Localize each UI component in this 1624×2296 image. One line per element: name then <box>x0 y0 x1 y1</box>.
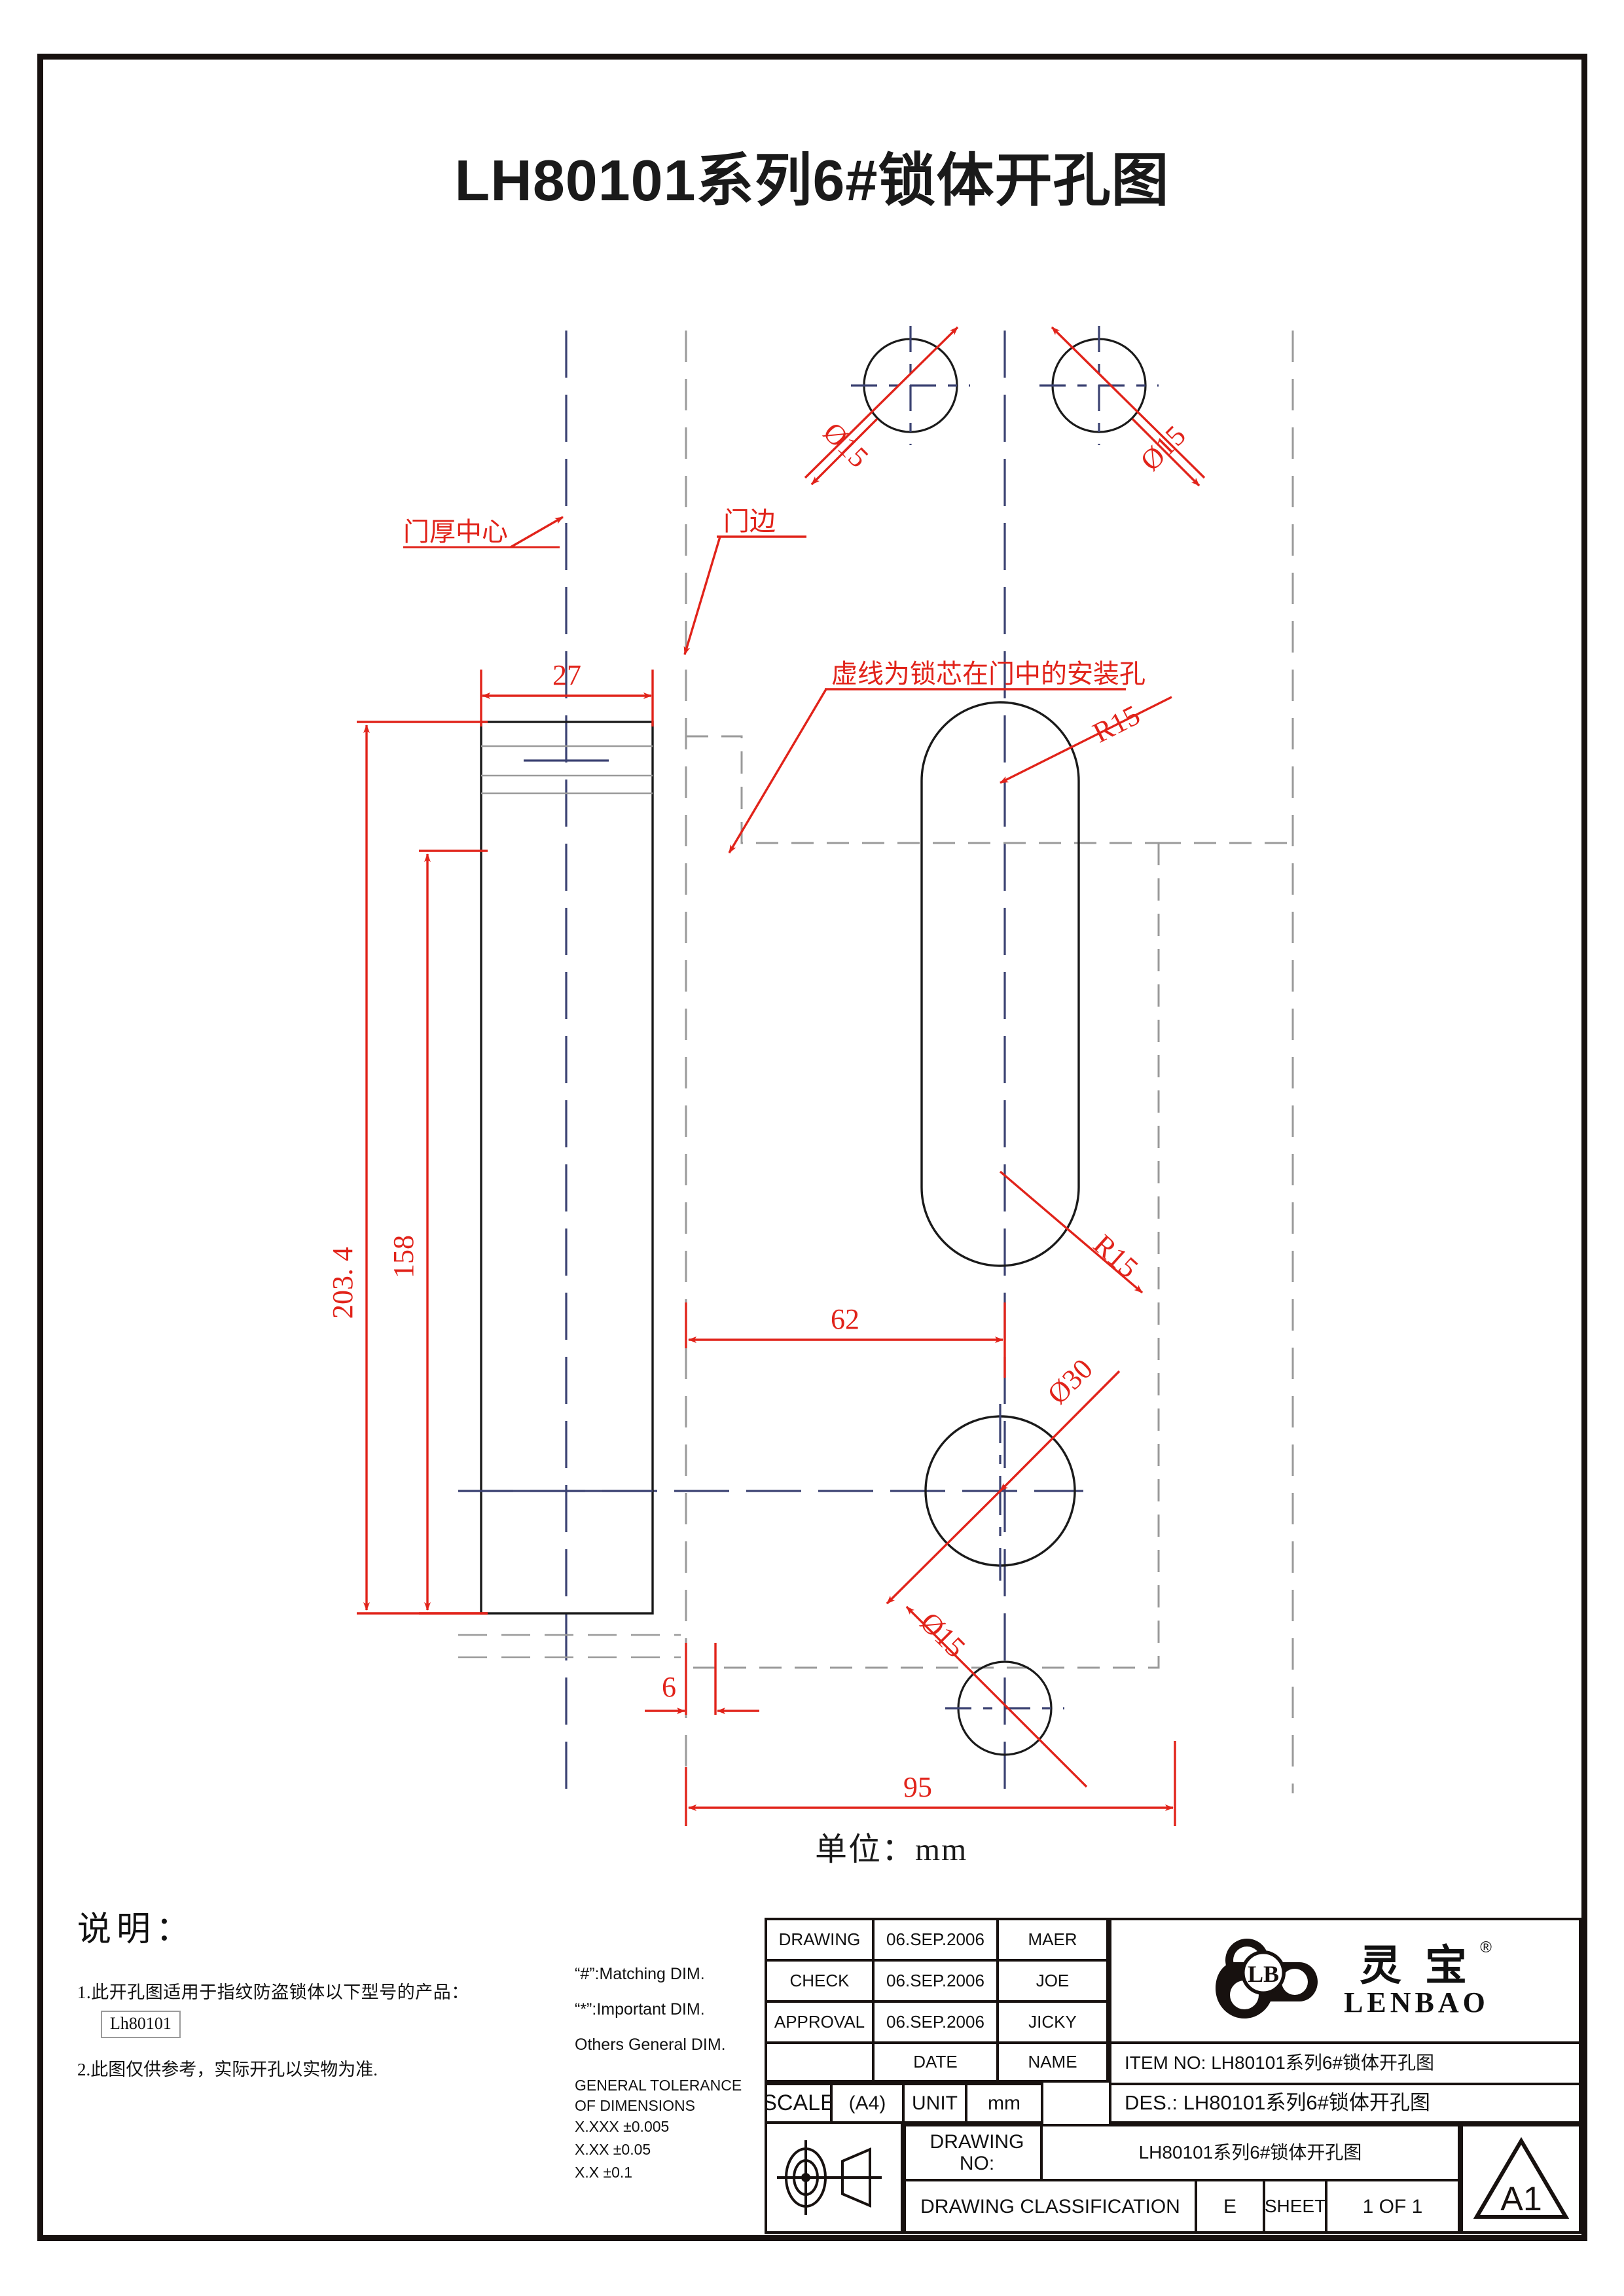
svg-text:A1: A1 <box>1500 2180 1542 2218</box>
notes-item-1: 1.此开孔图适用于指纹防盗锁体以下型号的产品： <box>77 1982 469 2002</box>
dim-radius-top: R15 <box>1088 699 1146 749</box>
title-block: “#”:Matching DIM. “*”:Important DIM. Oth… <box>568 1918 1581 2234</box>
lenbao-key-icon: LB <box>1216 1938 1318 2018</box>
first-angle-projection-icon <box>777 2140 882 2215</box>
tb-unit-label: UNIT <box>905 2083 967 2124</box>
tb-row-1-label: CHECK <box>765 1959 875 2000</box>
dim-radius-bottom: R15 <box>1087 1228 1144 1284</box>
tb-row-3-date: DATE <box>875 2041 999 2083</box>
dim-95: 95 <box>903 1771 932 1803</box>
dim-158: 158 <box>388 1235 420 1278</box>
tb-drawing-no-label: DRAWING NO: <box>903 2124 1043 2179</box>
tb-row-0-label: DRAWING <box>765 1918 875 1959</box>
notes-model-box: Lh80101 <box>101 2011 181 2039</box>
dim-62: 62 <box>831 1303 859 1335</box>
dim-hole-top-left: Ø15 <box>817 416 875 474</box>
annotation-door-thickness-center: 门厚中心 <box>403 517 508 547</box>
tb-classification-label: DRAWING CLASSIFICATION <box>903 2179 1197 2234</box>
tolerance-line-3: Others General DIM. <box>575 2036 726 2054</box>
annotation-door-edge: 门边 <box>723 507 776 536</box>
tb-row-0-date: 06.SEP.2006 <box>875 1918 999 1959</box>
brand-registered-mark: ® <box>1480 1939 1492 1957</box>
tolerance-line-1: “#”:Matching DIM. <box>575 1965 705 1983</box>
tb-classification-value: E <box>1197 2179 1265 2234</box>
tb-scale-value: (A4) <box>833 2083 905 2124</box>
tb-drawing-no-value: LH80101系列6#锁体开孔图 <box>1043 2124 1460 2179</box>
tb-row-2-date: 06.SEP.2006 <box>875 2000 999 2041</box>
svg-text:LB: LB <box>1248 1961 1279 1987</box>
page-title: LH80101系列6#锁体开孔图 <box>454 148 1170 213</box>
format-cell: A1 <box>1460 2124 1581 2234</box>
tb-des: DES.: LH80101系列6#锁体开孔图 <box>1109 2083 1581 2124</box>
tolerance-line-7: X.XX ±0.05 <box>575 2141 651 2158</box>
notes-item-2: 2.此图仅供参考，实际开孔以实物为准. <box>77 2060 378 2080</box>
tb-item-no: ITEM NO: LH80101系列6#锁体开孔图 <box>1109 2041 1581 2083</box>
lenbao-logo: LB 灵 宝 ® LENBAO <box>1111 1920 1579 2041</box>
dim-hole-bottom: Ø15 <box>914 1606 971 1664</box>
tb-row-2-name: JICKY <box>999 2000 1109 2041</box>
annotation-dashed-note: 虚线为锁芯在门中的安装孔 <box>831 659 1146 689</box>
format-triangle-icon: A1 <box>1473 2137 1569 2219</box>
dim-27: 27 <box>552 659 581 691</box>
tolerance-line-2: “*”:Important DIM. <box>575 2000 705 2018</box>
tb-scale-label: SCALE <box>765 2083 833 2124</box>
tb-row-3-label <box>765 2041 875 2083</box>
tb-row-1-name: JOE <box>999 1959 1109 2000</box>
tb-row-1-date: 06.SEP.2006 <box>875 1959 999 2000</box>
brand-logo-cell: LB 灵 宝 ® LENBAO <box>1109 1918 1581 2041</box>
notes-block: 说明： 1.此开孔图适用于指纹防盗锁体以下型号的产品： Lh80101 2.此图… <box>77 1901 581 2081</box>
notes-heading: 说明： <box>77 1911 196 1948</box>
dim-6: 6 <box>662 1671 676 1703</box>
sheet-border <box>37 54 1587 2241</box>
tb-row-2-label: APPROVAL <box>765 2000 875 2041</box>
tb-sheet-value: 1 OF 1 <box>1327 2179 1460 2234</box>
tb-row-3-name: NAME <box>999 2041 1109 2083</box>
tolerance-line-4: GENERAL TOLERANCE <box>575 2077 742 2094</box>
dim-203-4: 203. 4 <box>327 1247 359 1319</box>
projection-symbol-cell <box>765 2124 903 2234</box>
brand-cjk: 灵 宝 <box>1359 1943 1473 1990</box>
tb-unit-value: mm <box>967 2083 1043 2124</box>
brand-latin: LENBAO <box>1344 1986 1489 2018</box>
tolerance-line-8: X.X ±0.1 <box>575 2164 633 2181</box>
tolerance-line-6: X.XXX ±0.005 <box>575 2118 670 2135</box>
tb-sheet-label: SHEET <box>1265 2179 1327 2234</box>
unit-note: 单位：mm <box>815 1831 968 1867</box>
tolerance-line-5: OF DIMENSIONS <box>575 2097 696 2114</box>
tb-row-0-name: MAER <box>999 1918 1109 1959</box>
tolerance-notes: “#”:Matching DIM. “*”:Important DIM. Oth… <box>568 1918 765 2234</box>
